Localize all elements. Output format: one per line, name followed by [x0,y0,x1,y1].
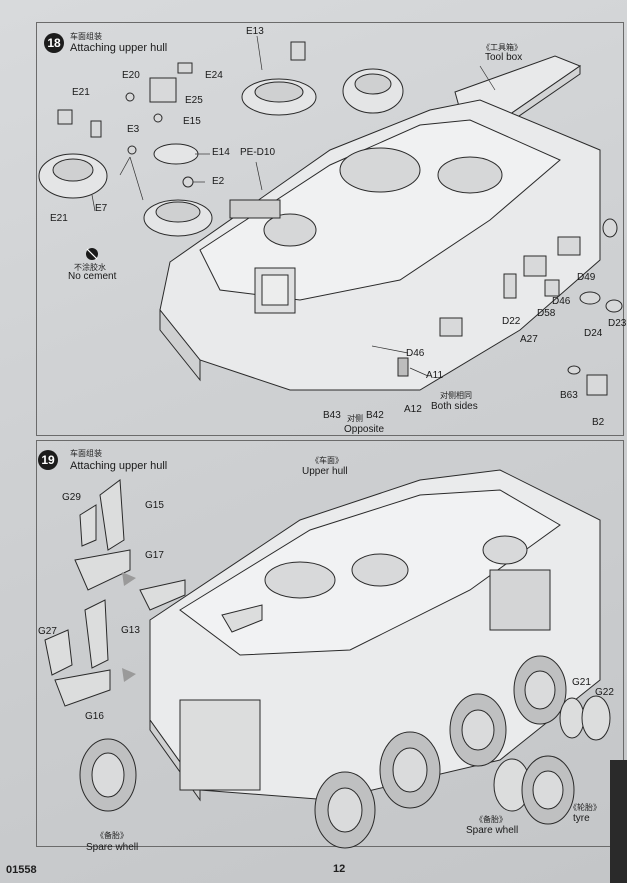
part-d58: D58 [537,308,556,319]
no-cement-icon [86,248,98,260]
part-d49: D49 [577,272,596,283]
part-e21-top: E21 [72,87,90,98]
part-e2: E2 [212,176,225,187]
part-g17: G17 [145,550,164,561]
part-e25: E25 [185,95,203,106]
part-e15: E15 [183,116,201,127]
product-code: 01558 [6,864,37,876]
opposite-cn: 对侧 [347,414,363,423]
part-a27: A27 [520,334,538,345]
no-cement-cn: 不涂胶水 [74,263,106,272]
part-d46-center: D46 [406,348,425,359]
part-g16: G16 [85,711,104,722]
part-b2: B2 [592,417,605,428]
part-e3: E3 [127,124,140,135]
spare-wheel-left-en: Spare whell [86,842,139,853]
part-a12: A12 [404,404,422,415]
step-19-title-cn: 车面组装 [70,449,102,458]
spare-wheel-right-cn: 《备胎》 [475,815,507,824]
part-e7: E7 [95,203,108,214]
both-sides-en: Both sides [431,401,478,412]
step-18-title-cn: 车面组装 [70,32,102,41]
toolbox-en: Tool box [485,52,523,63]
part-g13: G13 [121,625,140,636]
part-pe-d10: PE-D10 [240,147,276,158]
step-18-title-en: Attaching upper hull [70,42,168,54]
both-sides-cn: 对侧相同 [440,391,472,400]
part-b63: B63 [560,390,578,401]
part-g22: G22 [595,687,614,698]
step-18-panel [36,22,624,436]
part-e24: E24 [205,70,223,81]
part-a11: A11 [426,370,444,381]
part-d22: D22 [502,316,521,327]
part-g21: G21 [572,677,591,688]
part-b42: B42 [366,410,384,421]
tyre-en: tyre [573,813,590,824]
part-g29: G29 [62,492,81,503]
step-19-number: 19 [38,450,58,470]
part-e21-bottom: E21 [50,213,68,224]
tyre-cn: 《轮胎》 [569,803,601,812]
part-d46-right: D46 [552,296,571,307]
part-d23: D23 [608,318,627,329]
upper-hull-en: Upper hull [302,466,348,477]
part-e20: E20 [122,70,140,81]
part-e13: E13 [246,26,264,37]
upper-hull-cn: 《车面》 [311,456,343,465]
part-g27: G27 [38,626,57,637]
opposite-en: Opposite [344,424,385,435]
binder-shadow [610,760,627,883]
part-d24: D24 [584,328,603,339]
toolbox-cn: 《工具箱》 [482,43,522,52]
part-g15: G15 [145,500,164,511]
step-19-panel [36,440,624,847]
spare-wheel-right-en: Spare whell [466,825,519,836]
spare-wheel-left-cn: 《备胎》 [96,831,128,840]
step-18-number: 18 [44,33,64,53]
part-b43: B43 [323,410,341,421]
page-number: 12 [333,863,346,875]
no-cement-en: No cement [68,271,117,282]
part-e14: E14 [212,147,230,158]
step-19-title-en: Attaching upper hull [70,460,168,472]
